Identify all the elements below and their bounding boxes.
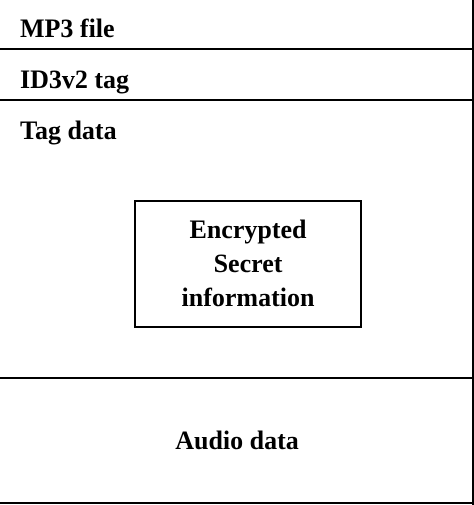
divider-id3-tagdata: [0, 99, 474, 101]
divider-mp3-id3: [0, 48, 474, 50]
diagram-bottom-border: [0, 502, 474, 504]
encrypted-secret-box: Encrypted Secret information: [134, 200, 362, 328]
audio-data-label: Audio data: [175, 426, 299, 455]
divider-tagdata-audio: [0, 377, 474, 379]
encrypted-secret-text: Encrypted Secret information: [182, 213, 315, 315]
tag-data-label: Tag data: [20, 116, 117, 145]
id3v2-tag-label: ID3v2 tag: [20, 65, 130, 94]
encrypted-line-2: Secret: [213, 249, 283, 278]
diagram-right-border: [472, 0, 474, 505]
encrypted-line-3: information: [181, 283, 315, 312]
encrypted-line-1: Encrypted: [189, 215, 307, 244]
mp3-file-label: MP3 file: [20, 14, 115, 43]
